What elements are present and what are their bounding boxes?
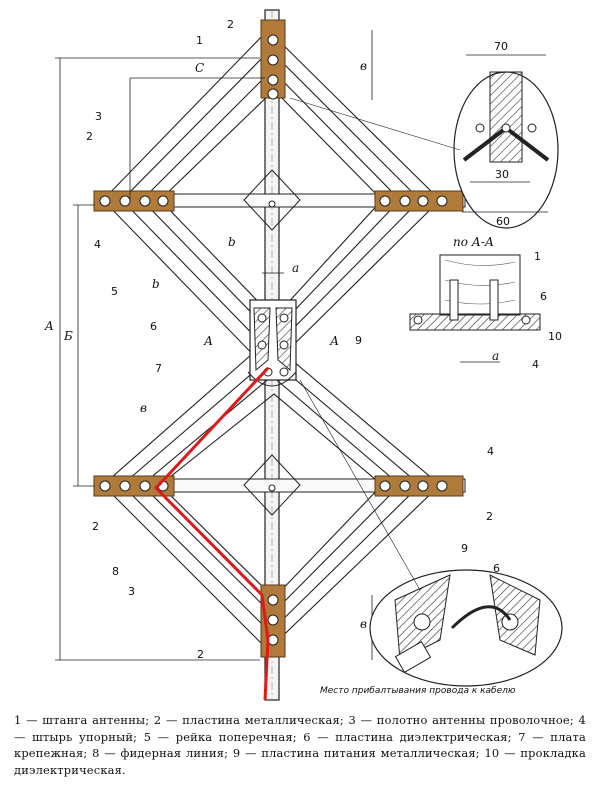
svg-text:в: в	[140, 401, 147, 415]
svg-text:6: 6	[493, 562, 500, 575]
svg-text:5: 5	[111, 285, 118, 298]
mounting-plate-upper	[243, 169, 301, 231]
section-view: по А-А 1 6 10 4 a	[409, 235, 562, 371]
callout-note: Место прибалтывания провода к кабелю	[320, 686, 516, 696]
svg-text:А: А	[329, 334, 339, 348]
svg-text:2: 2	[92, 520, 99, 533]
detail-bottom-callout: 9 6 Место прибалтывания провода к кабелю	[299, 379, 563, 696]
svg-text:2: 2	[227, 18, 234, 31]
svg-text:в: в	[360, 617, 367, 631]
svg-text:60: 60	[496, 215, 510, 228]
dimension-lines	[55, 30, 373, 661]
svg-text:2: 2	[197, 648, 204, 661]
svg-text:30: 30	[495, 168, 509, 181]
feed-plate-assembly	[247, 299, 297, 387]
svg-text:b: b	[152, 277, 160, 291]
svg-text:6: 6	[150, 320, 157, 333]
svg-text:1: 1	[534, 250, 541, 263]
svg-text:по А-А: по А-А	[453, 235, 494, 249]
svg-text:a: a	[492, 349, 499, 363]
svg-text:10: 10	[548, 330, 562, 343]
svg-text:7: 7	[155, 362, 162, 375]
svg-text:a: a	[292, 261, 299, 275]
svg-text:2: 2	[86, 130, 93, 143]
svg-text:b: b	[228, 235, 236, 249]
svg-text:1: 1	[196, 34, 203, 47]
svg-text:3: 3	[128, 585, 135, 598]
part-labels: 2 1 2 3 4 5 6 7 4 2 2 8 3 2 9 A Б С a b …	[44, 18, 494, 661]
svg-text:А: А	[203, 334, 213, 348]
svg-text:в: в	[360, 59, 367, 73]
svg-text:8: 8	[112, 565, 119, 578]
figure-caption: 1 — штанга антенны; 2 — пластина металли…	[14, 713, 586, 777]
svg-text:9: 9	[461, 542, 468, 555]
clamp-bolts	[99, 34, 448, 646]
mounting-plate-lower	[243, 454, 301, 516]
detail-top-callout: 70 30 60	[289, 40, 559, 229]
feeder-line	[154, 366, 270, 701]
svg-text:4: 4	[487, 445, 494, 458]
svg-text:70: 70	[494, 40, 508, 53]
svg-text:6: 6	[540, 290, 547, 303]
svg-text:Б: Б	[63, 329, 73, 343]
svg-text:2: 2	[486, 510, 493, 523]
svg-text:9: 9	[355, 334, 362, 347]
svg-text:4: 4	[532, 358, 539, 371]
svg-text:3: 3	[95, 110, 102, 123]
svg-text:A: A	[44, 319, 54, 333]
svg-text:4: 4	[94, 238, 101, 251]
svg-text:С: С	[195, 61, 204, 75]
